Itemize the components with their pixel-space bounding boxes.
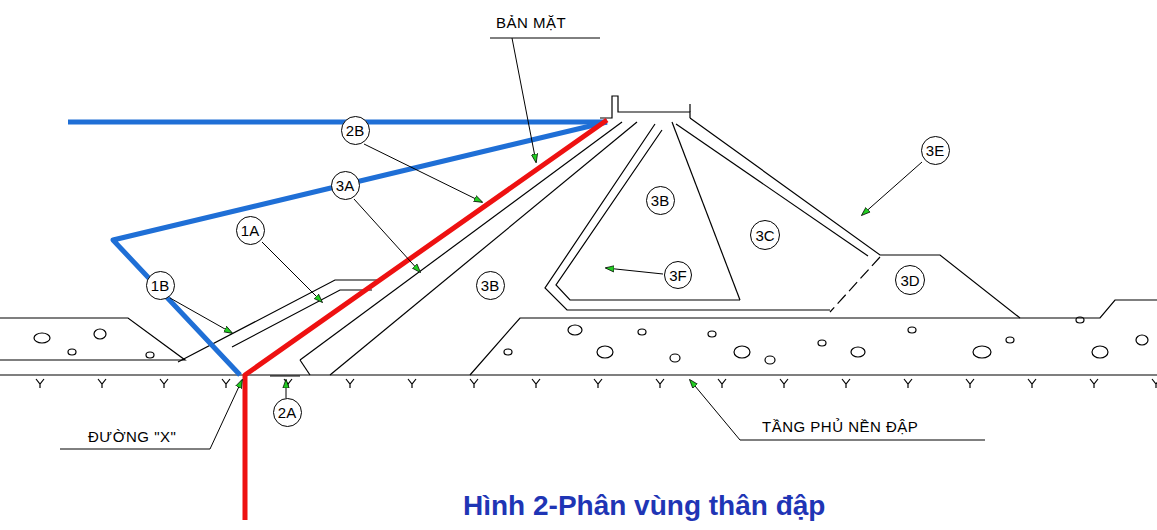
pebble (734, 346, 750, 358)
ground-hatch (346, 379, 354, 388)
callout-circle: 3A (331, 171, 360, 200)
callout-circle: 3F (664, 261, 692, 289)
ground-hatch (1090, 379, 1098, 388)
ground-hatch (1028, 379, 1036, 388)
callout-number: 3B (481, 278, 499, 293)
callout-circle: 2B (341, 116, 370, 145)
callout-circle: 1A (236, 216, 265, 245)
callout-circle: 3C (750, 220, 780, 250)
pebble (638, 329, 646, 335)
callout-number: 1A (241, 223, 259, 238)
ground-hatch (594, 379, 602, 388)
pebble (1092, 346, 1108, 358)
callout-number: 3C (755, 228, 774, 243)
callout-number: 1B (151, 278, 169, 293)
pebble (973, 346, 991, 358)
callout-circle: 3B (646, 186, 675, 215)
pebble (68, 349, 76, 355)
text-label: ĐƯỜNG "X" (86, 428, 178, 445)
pebble (1076, 317, 1084, 323)
ground-hatch (408, 379, 416, 388)
ground-hatch (1152, 379, 1157, 388)
callout-number: 2A (278, 405, 296, 420)
pebble (34, 333, 50, 343)
callout-number: 2B (346, 123, 364, 138)
ground-hatch (780, 379, 788, 388)
callout-number: 3A (336, 178, 354, 193)
pebble (908, 327, 916, 333)
ground-hatch (98, 379, 106, 388)
ground-hatch (284, 379, 292, 388)
callout-circle: 3B (476, 271, 505, 300)
figure-caption: Hình 2-Phân vùng thân đập (463, 490, 825, 522)
pebble (146, 352, 154, 358)
callout-circle: 3E (921, 136, 950, 165)
ground-hatch (36, 379, 44, 388)
pebble (851, 347, 865, 357)
ground-hatch (160, 379, 168, 388)
ground-hatch (532, 379, 540, 388)
pebble (94, 329, 106, 339)
text-label: BẢN MẶT (494, 14, 568, 31)
pebble (504, 349, 512, 355)
ground-hatch (718, 379, 726, 388)
pebble (597, 346, 613, 358)
ground-hatch (222, 379, 230, 388)
ground-hatch (842, 379, 850, 388)
callout-circle: 3D (895, 265, 925, 295)
pebble (708, 331, 716, 337)
callout-circle: 1B (146, 271, 175, 300)
pebble (568, 325, 582, 335)
callout-number: 3E (926, 143, 944, 158)
callout-number: 3F (669, 268, 687, 283)
ground-hatch (470, 379, 478, 388)
pebble (670, 354, 680, 362)
callout-number: 3D (900, 273, 919, 288)
pebble (818, 340, 826, 346)
text-label: TẦNG PHỦ NỀN ĐẬP (760, 418, 920, 435)
pebble (1006, 337, 1014, 343)
pebble (1136, 335, 1148, 345)
pebble (765, 356, 775, 364)
ground-hatch (966, 379, 974, 388)
callout-number: 3B (651, 193, 669, 208)
callout-circle: 2A (273, 398, 302, 427)
ground-hatch (904, 379, 912, 388)
ground-hatch (656, 379, 664, 388)
